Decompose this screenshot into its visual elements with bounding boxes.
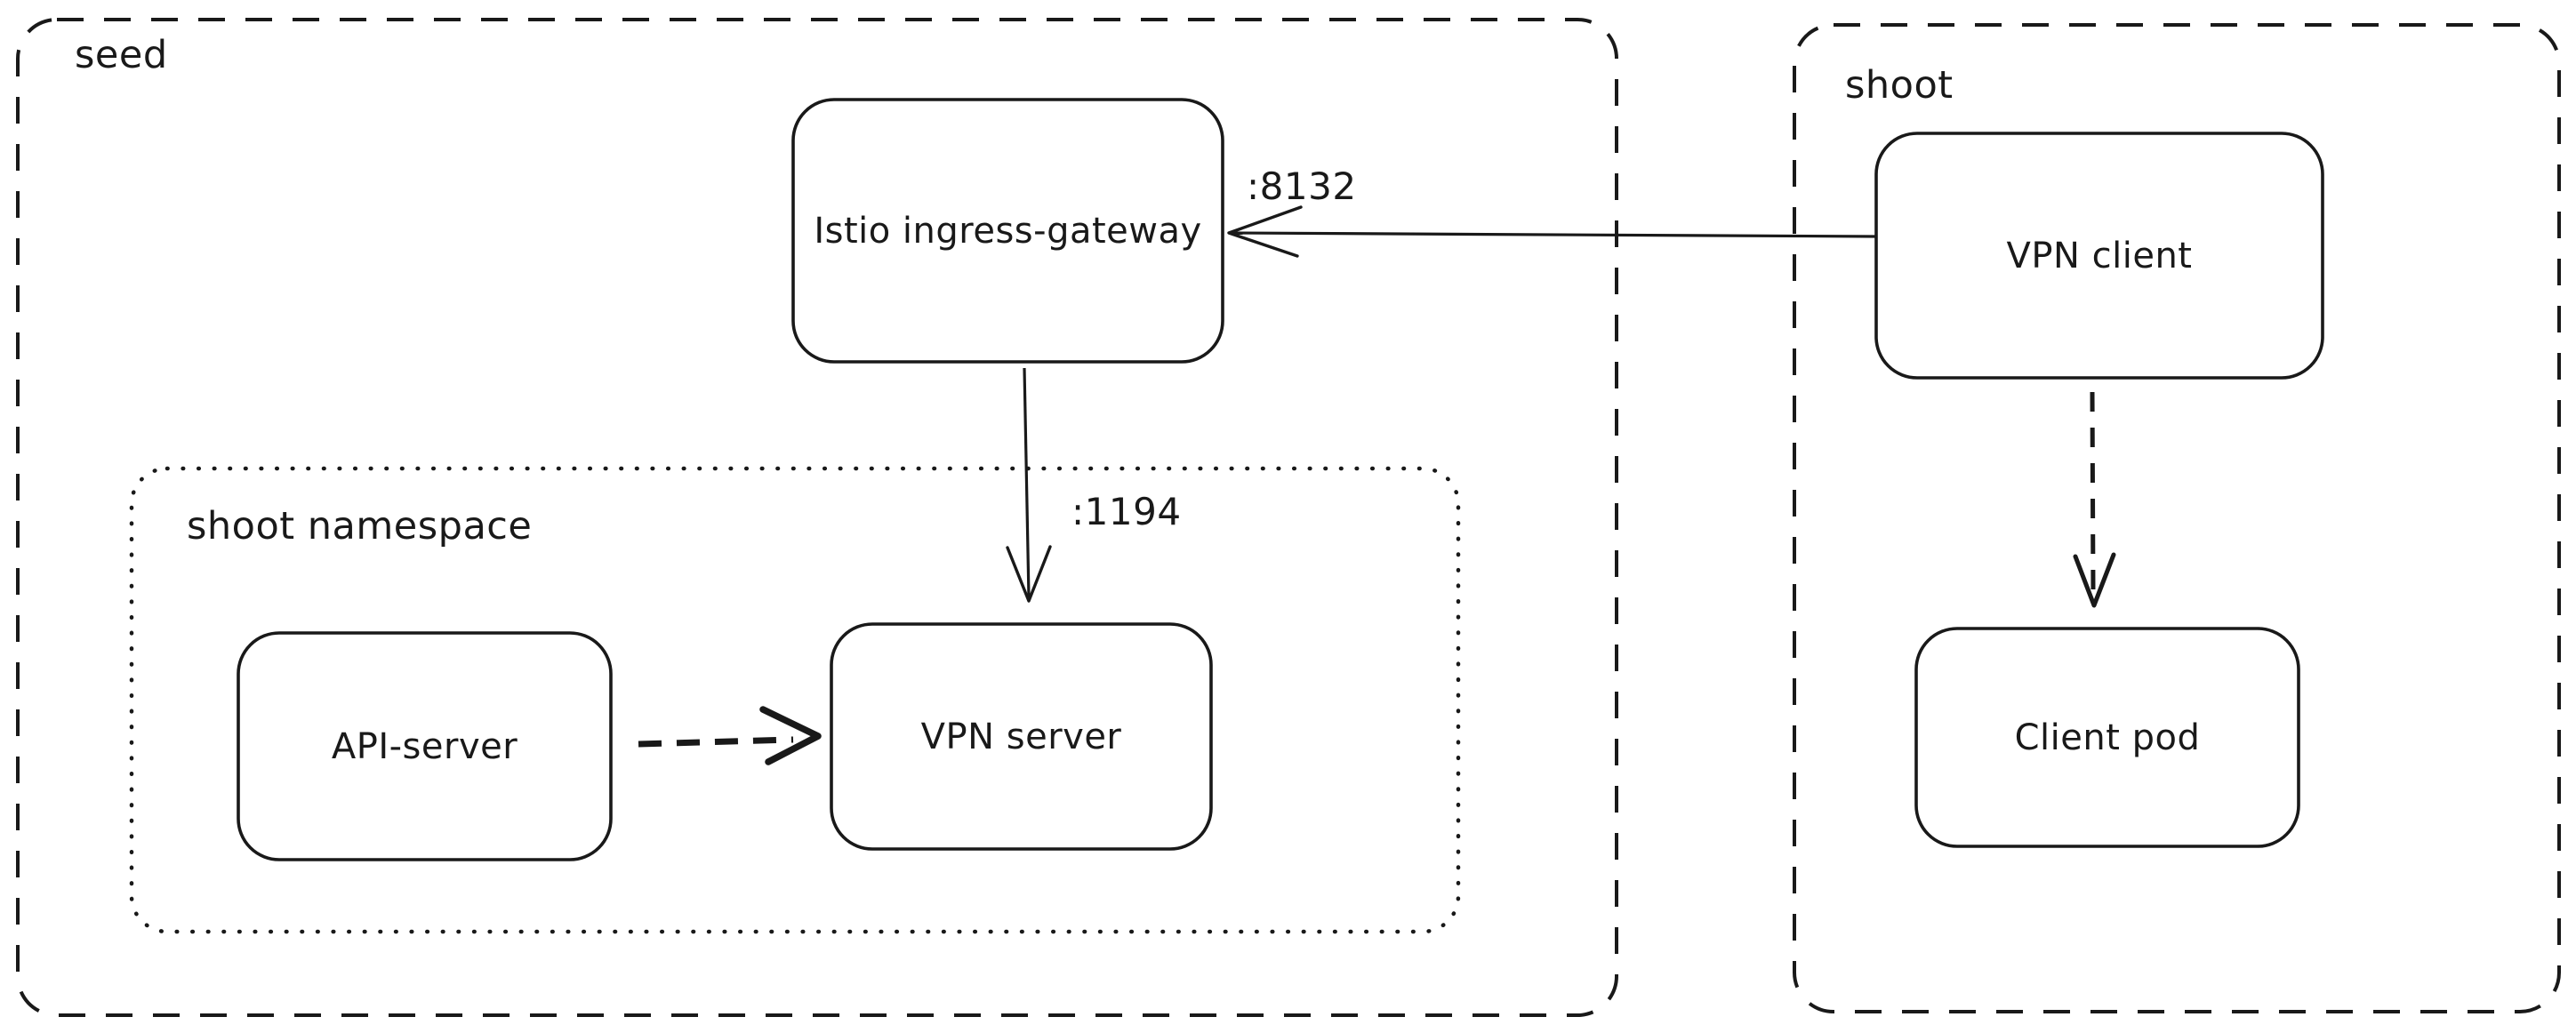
edge-vpn-client-to-client-pod-line <box>2090 391 2096 593</box>
edge-api-server-to-vpn-server-arrowhead <box>759 706 822 765</box>
seed-container-label: seed <box>75 33 168 77</box>
vpn-client-node-label: VPN client <box>2006 235 2193 276</box>
vpn-server-box <box>830 622 1213 851</box>
api-server-node-label: API-server <box>331 725 518 767</box>
client-pod-box <box>1914 627 2300 848</box>
vpn-client-box <box>1874 132 2324 380</box>
api-server-box <box>237 631 613 861</box>
edge-port-label-1194: :1194 <box>1071 490 1182 533</box>
istio-ingress-gateway-box <box>791 98 1224 364</box>
edge-vpn-client-to-istio-arrowhead <box>1227 205 1303 258</box>
istio-ingress-gateway-node-label: Istio ingress-gateway <box>814 210 1202 252</box>
shoot-namespace-container-label: shoot namespace <box>187 504 533 549</box>
seed-container-border <box>16 18 1618 1017</box>
edge-api-server-to-vpn-server-line <box>638 736 794 748</box>
edge-istio-to-vpn-server-arrowhead <box>1006 545 1052 603</box>
edge-port-label-8132: :8132 <box>1247 164 1357 208</box>
edge-vpn-client-to-istio-line <box>1230 231 1877 238</box>
shoot-container-border <box>1793 23 2561 1013</box>
vpn-server-node-label: VPN server <box>920 716 1122 757</box>
shoot-namespace-container-border <box>129 466 1461 934</box>
shoot-container-label: shoot <box>1845 63 1954 108</box>
client-pod-node-label: Client pod <box>2014 717 2201 758</box>
edge-vpn-client-to-client-pod-arrowhead <box>2073 552 2116 608</box>
edge-istio-to-vpn-server-line <box>1023 367 1031 598</box>
